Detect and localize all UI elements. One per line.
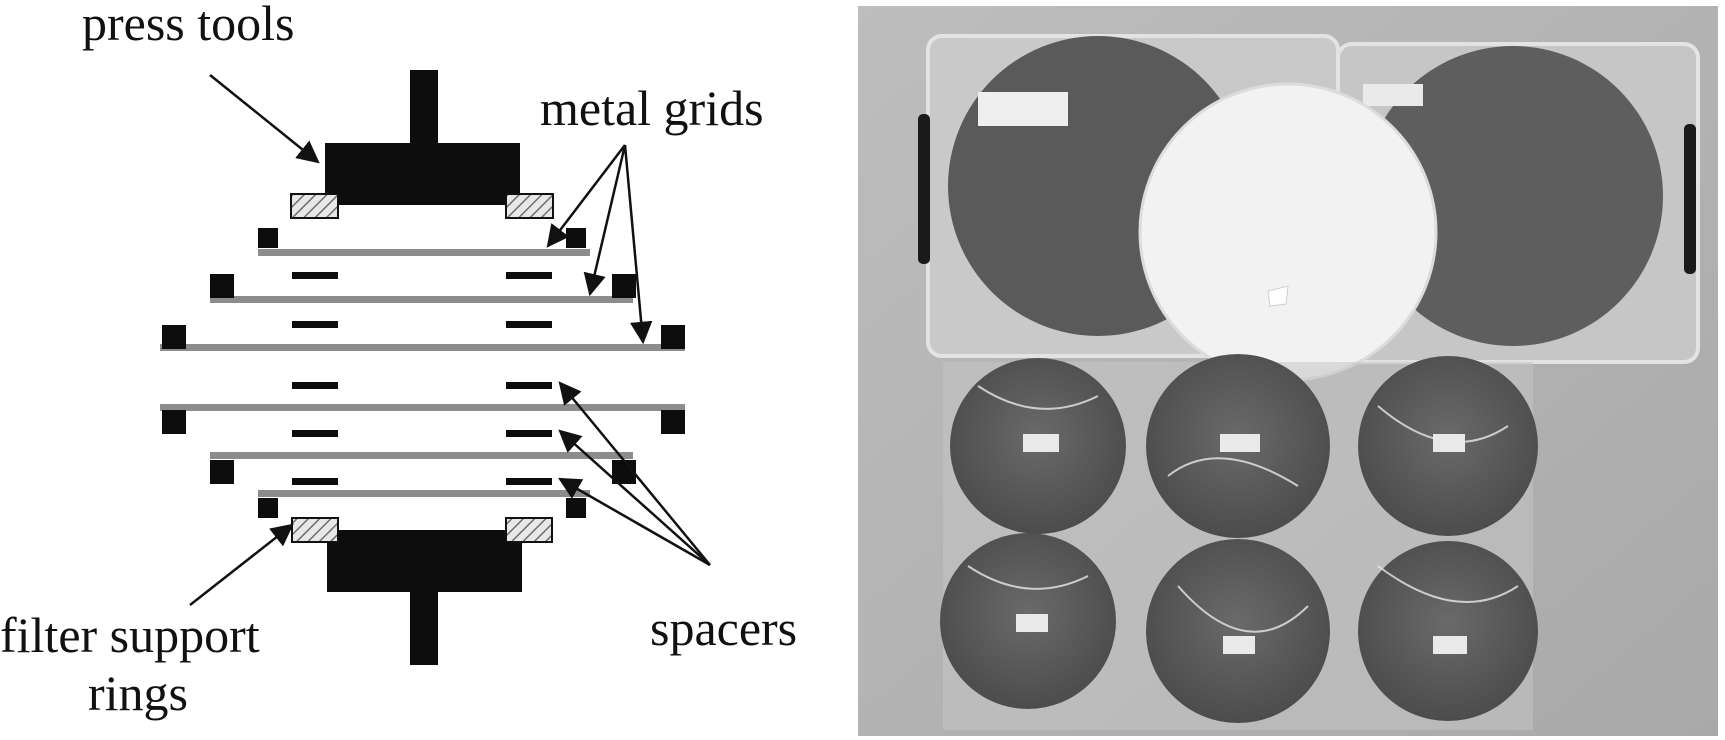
disc-box-right [1363, 46, 1663, 346]
filter-support-rings [290, 193, 554, 543]
label-rings: rings [88, 665, 188, 721]
sample-photo [858, 6, 1718, 736]
tag-box-left [978, 92, 1068, 126]
label-press-tools: press tools [82, 0, 295, 51]
wrap-highlights [967, 385, 1519, 633]
tag-box-right [1363, 84, 1423, 106]
filter-tag [1267, 285, 1289, 307]
grid-corner-blocks [162, 228, 685, 518]
metal-grids [160, 249, 685, 497]
spacers [292, 272, 552, 485]
disc-row-2 [940, 533, 1538, 723]
disc-row-1 [950, 354, 1538, 538]
box-handle-left [918, 114, 930, 264]
top-press-tool [325, 70, 520, 205]
label-filter-support: filter support [0, 607, 260, 663]
bottom-press-tool [327, 530, 522, 665]
box-handle-right [1684, 124, 1696, 274]
press-stack-diagram: press tools metal grids filter support r… [0, 0, 797, 721]
disc-r2-3 [1358, 541, 1538, 721]
label-metal-grids: metal grids [540, 80, 764, 136]
disc-r2-2 [1146, 539, 1330, 723]
label-spacers: spacers [650, 600, 797, 656]
white-filter-disc [1138, 82, 1438, 382]
annotation-arrows [189, 74, 711, 606]
